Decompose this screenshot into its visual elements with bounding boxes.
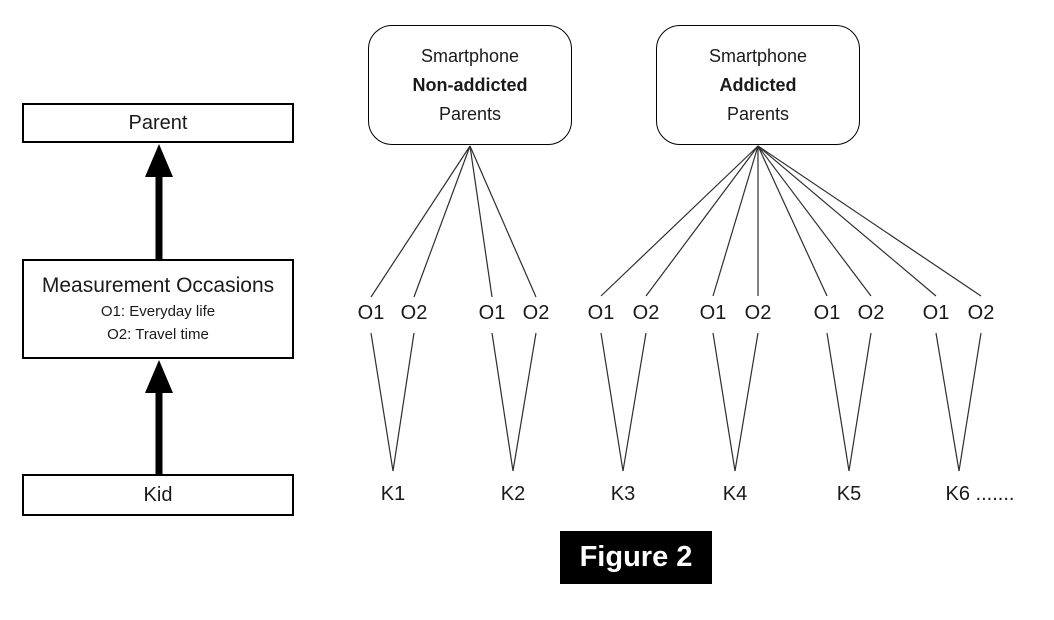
kid-box: Kid [22, 474, 294, 516]
occasion-label: O2 [744, 302, 772, 324]
kid-label: K2 [500, 483, 526, 505]
fan-non-addicted [370, 145, 537, 298]
kid-label: K1 [380, 483, 406, 505]
occasion-label: O1 [478, 302, 506, 324]
kid-label: K3 [610, 483, 636, 505]
group-title-bold-line: Addicted [719, 74, 797, 95]
occasion-1-description: O1: Everyday life [100, 303, 216, 320]
kid-label: Kid [143, 483, 173, 506]
fan-addicted [600, 145, 982, 297]
figure-caption-text: Figure 2 [579, 541, 693, 573]
occasion-label: O2 [632, 302, 660, 324]
measurement-occasions-box: Measurement Occasions O1: Everyday life … [22, 259, 294, 359]
occasion-label: O2 [400, 302, 428, 324]
kid-label: K6 ....... [945, 483, 1015, 505]
occasion-label: O1 [699, 302, 727, 324]
occasion-label: O2 [857, 302, 885, 324]
occasion-label: O1 [813, 302, 841, 324]
upward-arrow-measurement-to-parent [145, 144, 173, 259]
occasion-label: O1 [357, 302, 385, 324]
measurement-occasions-title: Measurement Occasions [41, 274, 275, 297]
group-title-line: Parents [438, 103, 502, 124]
group-title-line: Smartphone [708, 45, 808, 66]
kid-label: K5 [836, 483, 862, 505]
figure-caption: Figure 2 [560, 531, 712, 584]
group-title-bold-line: Non-addicted [412, 74, 528, 95]
parent-box: Parent [22, 103, 294, 143]
occasion-2-description: O2: Travel time [107, 326, 209, 343]
upward-arrow-kid-to-measurement [145, 360, 173, 474]
occasion-to-kid-lines [370, 332, 982, 472]
occasion-label: O1 [922, 302, 950, 324]
group-title-line: Parents [726, 103, 790, 124]
group-title-line: Smartphone [420, 45, 520, 66]
occasion-label: O2 [967, 302, 995, 324]
occasion-label: O2 [522, 302, 550, 324]
occasion-label: O1 [587, 302, 615, 324]
group-box-non-addicted: Smartphone Non-addicted Parents [368, 25, 572, 145]
parent-label: Parent [128, 111, 188, 134]
group-box-addicted: Smartphone Addicted Parents [656, 25, 860, 145]
kid-label: K4 [722, 483, 748, 505]
